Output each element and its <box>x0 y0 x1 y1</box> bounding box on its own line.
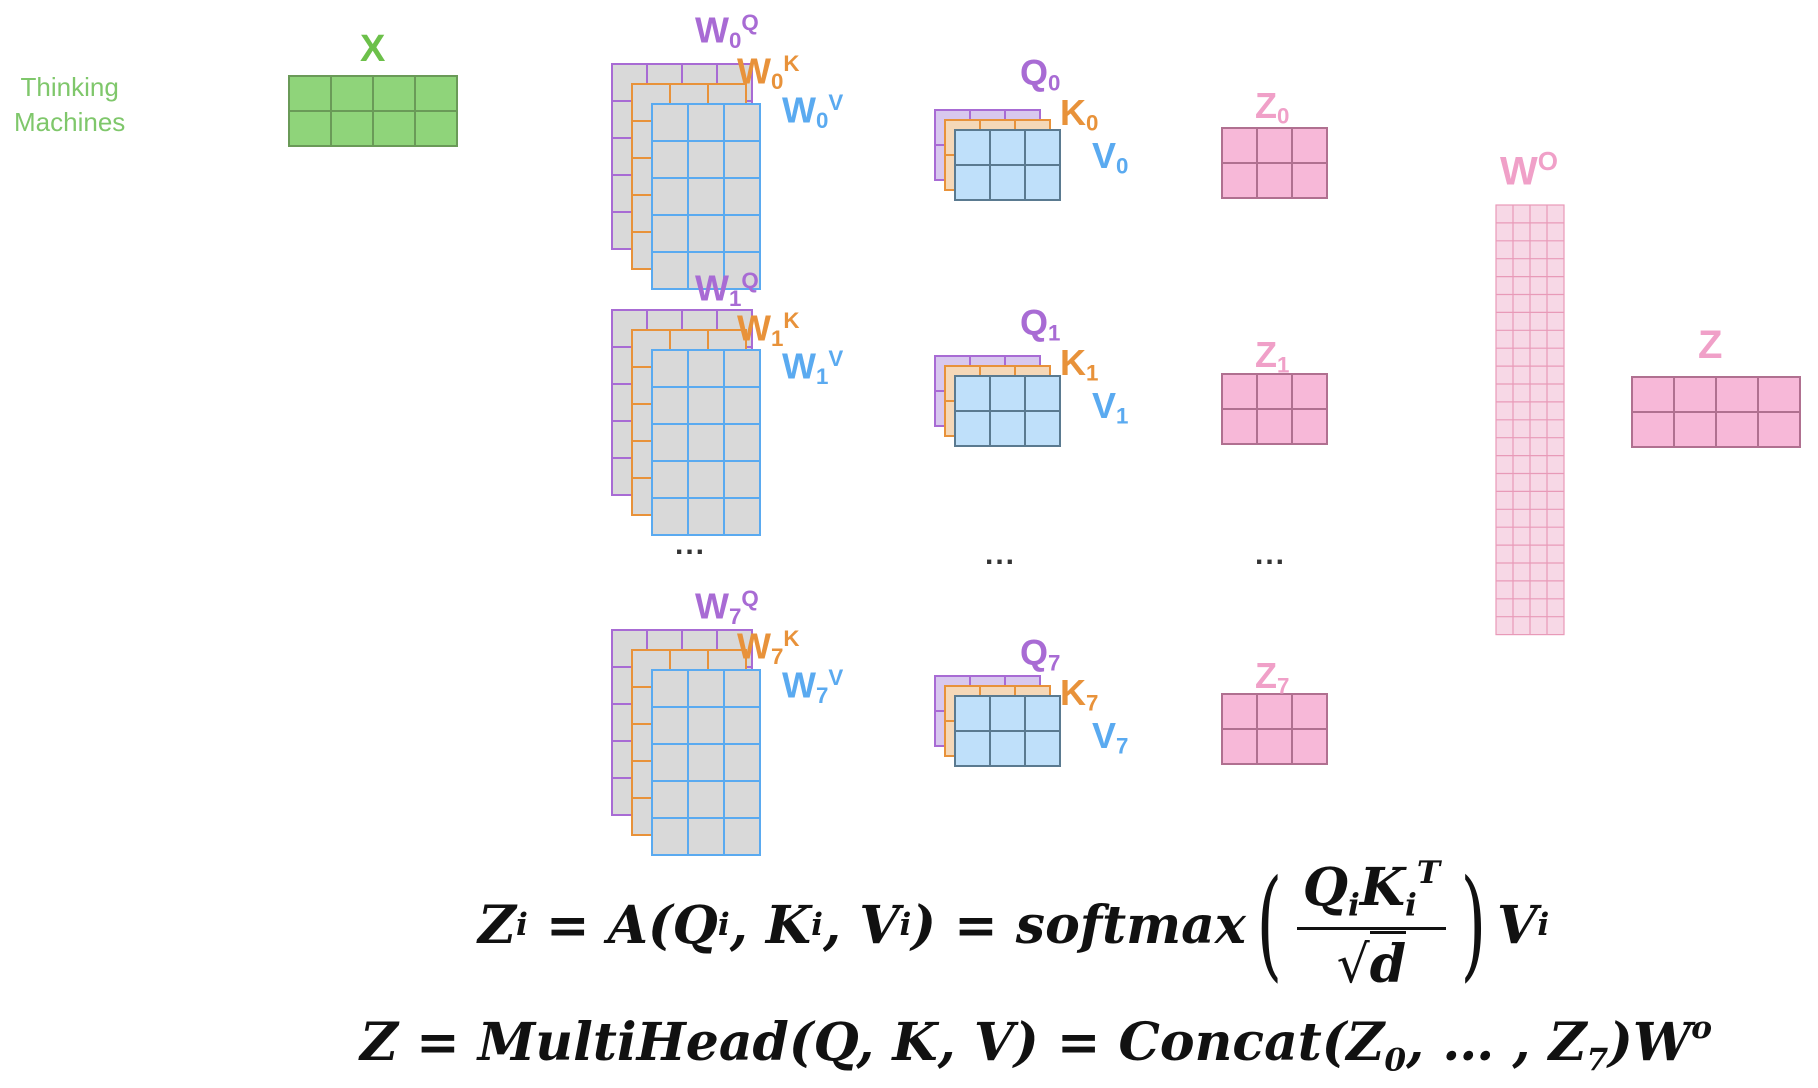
z-output-label: Z <box>1698 323 1723 367</box>
w7v-label: W7V <box>782 664 844 708</box>
q1-label: Q1 <box>1020 302 1061 346</box>
k1-label: K1 <box>1060 342 1099 386</box>
v0-label: V0 <box>1092 135 1129 179</box>
q0-label: Q0 <box>1020 52 1061 96</box>
w7k-label: W7K <box>737 625 800 669</box>
wo-matrix <box>1495 204 1565 636</box>
v1-matrix <box>954 375 1061 447</box>
input-x-label: X <box>360 28 386 70</box>
z0-matrix <box>1221 127 1328 199</box>
z1-matrix <box>1221 373 1328 445</box>
z-output-matrix <box>1631 376 1801 448</box>
w7v-matrix <box>651 669 761 856</box>
ellipsis-z: ... <box>1255 538 1287 571</box>
logo-line-2: Machines <box>14 107 126 137</box>
z1-label: Z1 <box>1255 334 1290 378</box>
w0v-matrix <box>651 103 761 290</box>
w1v-matrix <box>651 349 761 536</box>
z7-label: Z7 <box>1255 655 1290 699</box>
w7q-label: W7Q <box>695 585 759 629</box>
z0-label: Z0 <box>1255 85 1290 129</box>
input-x-matrix <box>288 75 458 147</box>
ellipsis-qkv: ... <box>985 538 1017 571</box>
v0-matrix <box>954 129 1061 201</box>
w1q-label: W1Q <box>695 267 759 311</box>
wo-label: WO <box>1500 146 1558 194</box>
v7-matrix <box>954 695 1061 767</box>
logo-line-1: Thinking <box>20 72 119 102</box>
w1v-label: W1V <box>782 345 844 389</box>
w0q-label: W0Q <box>695 9 759 53</box>
left-paren: ( <box>1256 855 1283 994</box>
v1-label: V1 <box>1092 385 1129 429</box>
z7-matrix <box>1221 693 1328 765</box>
w0k-label: W0K <box>737 50 800 94</box>
right-paren: ) <box>1460 855 1487 994</box>
equation-multihead: Z = MultiHead(Q, K, V) = Concat(Z0, … , … <box>360 1010 1713 1079</box>
v7-label: V7 <box>1092 715 1129 759</box>
k7-label: K7 <box>1060 672 1099 716</box>
softmax-fraction: QiKiT √d <box>1296 855 1447 996</box>
k0-label: K0 <box>1060 92 1099 136</box>
w0v-label: W0V <box>782 89 844 133</box>
w1k-label: W1K <box>737 307 800 351</box>
q7-label: Q7 <box>1020 632 1061 676</box>
thinking-machines-logo: Thinking Machines <box>14 70 125 140</box>
ellipsis-weights: ... <box>675 528 707 561</box>
